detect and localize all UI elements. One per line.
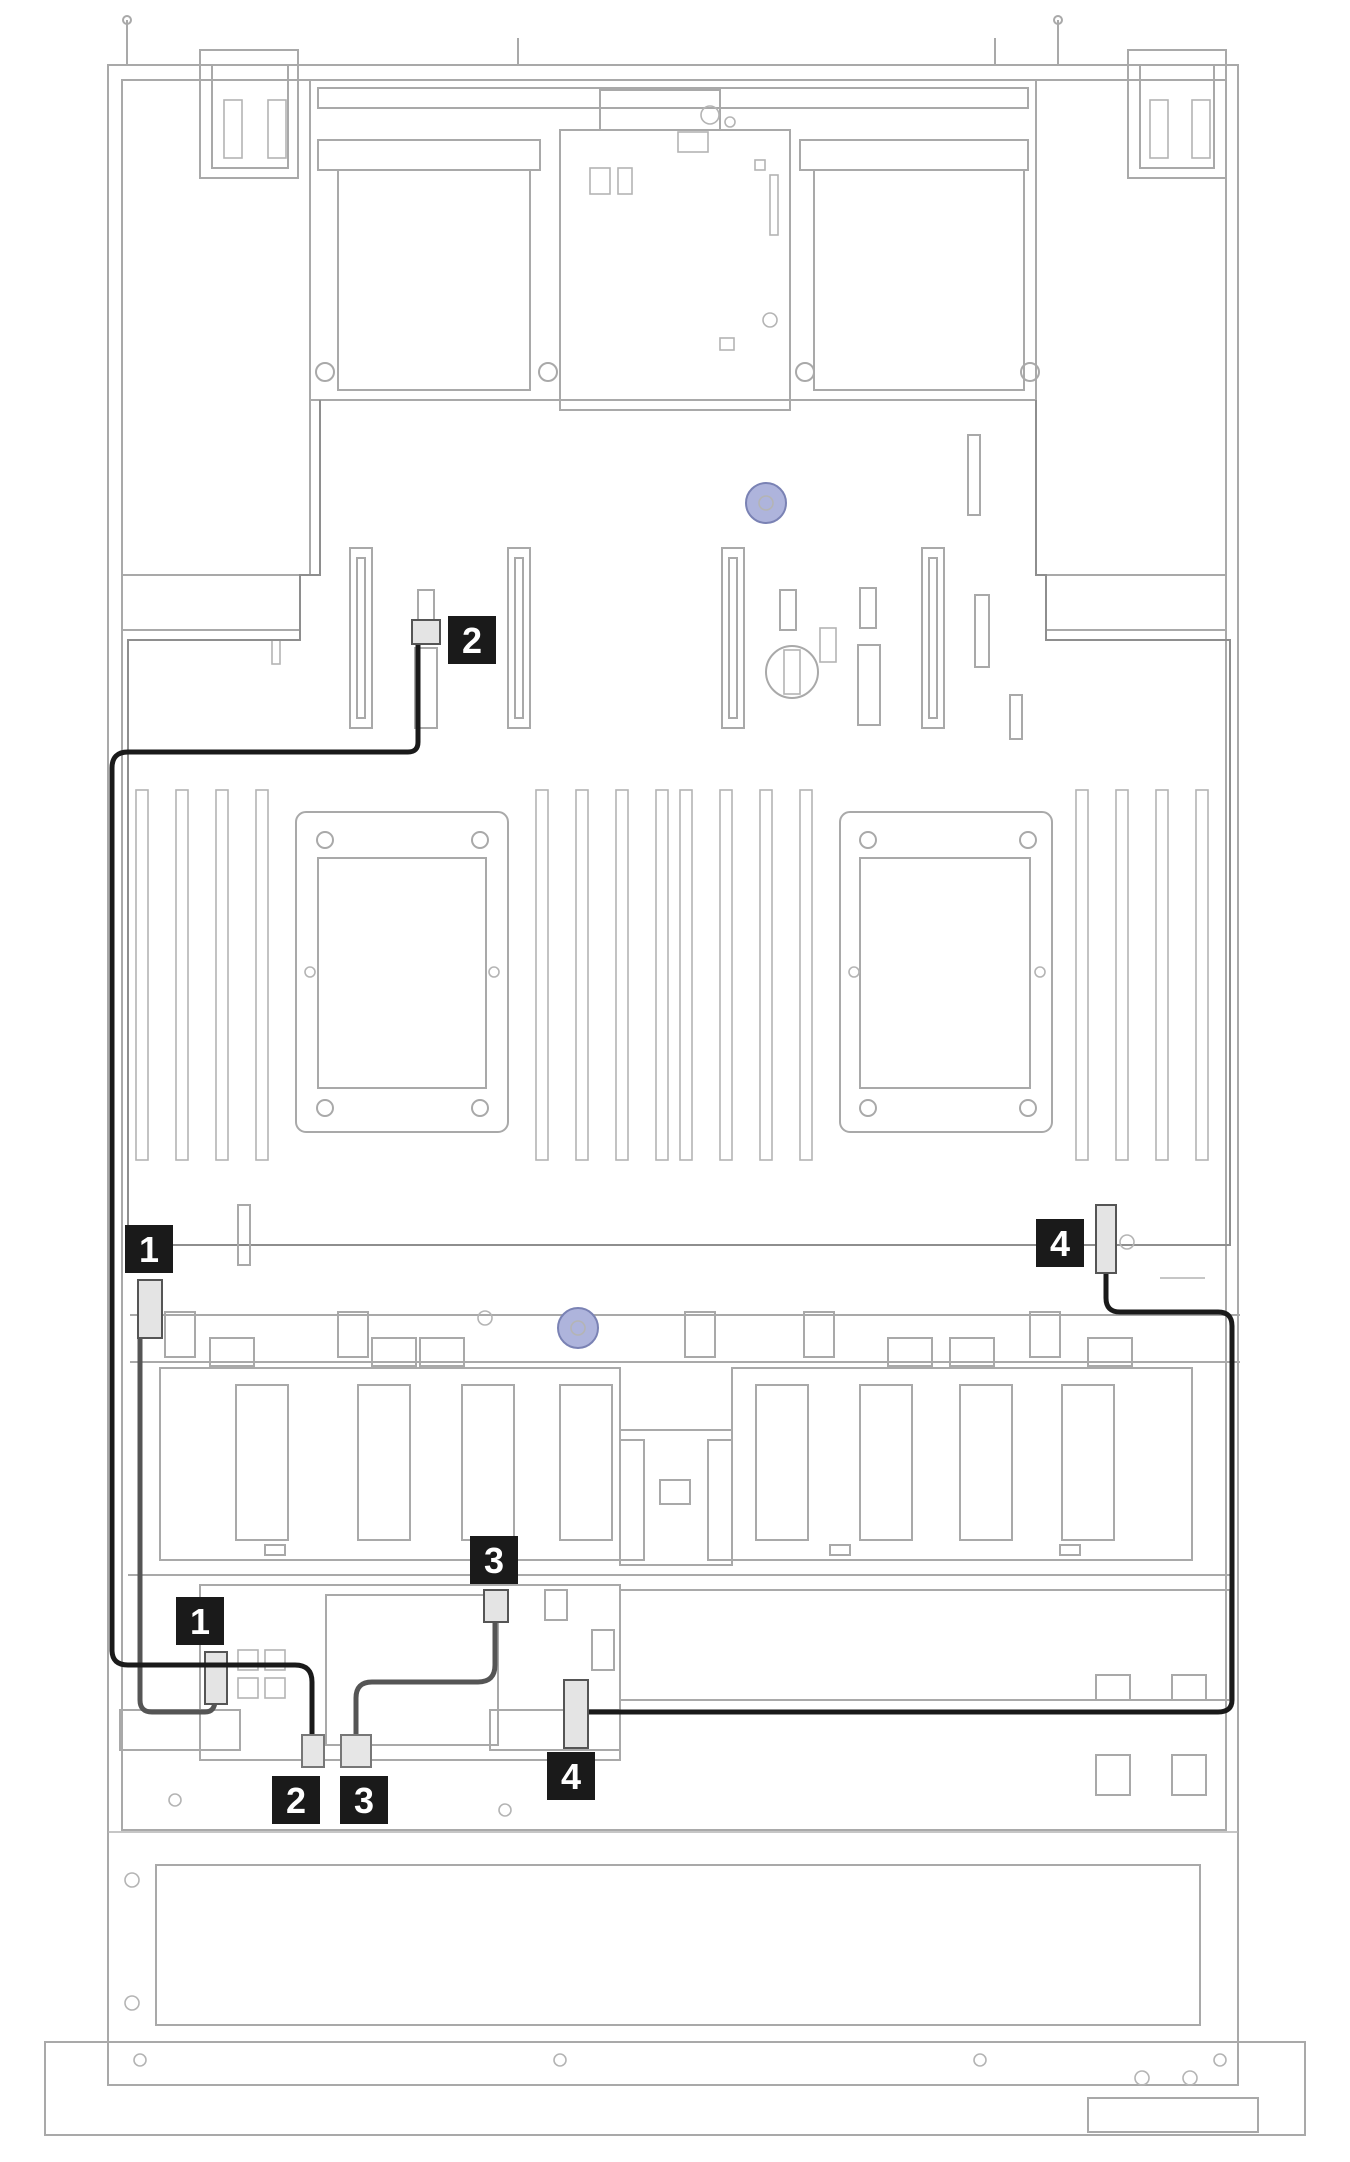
processor-socket-1 (295, 811, 509, 1133)
cmos-battery (765, 645, 819, 699)
cable-4 (563, 1204, 1235, 1749)
chassis (107, 15, 1239, 2086)
cable-2 (109, 619, 441, 1768)
svg-text:2: 2 (462, 620, 482, 661)
callout-4-board-side: 4 (1036, 1219, 1084, 1267)
cable-3 (340, 1589, 509, 1768)
callout-2-backplane-side: 2 (272, 1776, 320, 1824)
svg-text:4: 4 (561, 1756, 581, 1797)
memory-dimms (135, 789, 1209, 1161)
fan-connectors (130, 1234, 1240, 1367)
svg-text:2: 2 (286, 1780, 306, 1821)
svg-text:3: 3 (484, 1540, 504, 1581)
system-board (127, 400, 1231, 1246)
callout-3-backplane-side: 3 (340, 1776, 388, 1824)
pcie-slots (349, 434, 1023, 740)
power-supply-right (1035, 79, 1227, 631)
blue-thumbscrew-icon (557, 1307, 599, 1349)
callout-4-backplane-side: 4 (547, 1752, 595, 1800)
callout-1-cpu-side: 1 (125, 1225, 173, 1273)
callout-3-board-side: 3 (470, 1536, 518, 1584)
fan-cage (159, 1367, 1193, 1566)
svg-text:4: 4 (1050, 1223, 1070, 1264)
svg-text:3: 3 (354, 1780, 374, 1821)
front-bezel (44, 1864, 1306, 2136)
callout-1-backplane-side: 1 (176, 1597, 224, 1645)
callout-2-riser-side: 2 (448, 616, 496, 664)
riser-cage (309, 79, 1040, 411)
cable-1 (137, 1279, 228, 1715)
blue-thumbscrew-icon (745, 482, 787, 524)
svg-text:1: 1 (190, 1601, 210, 1642)
svg-text:1: 1 (139, 1229, 159, 1270)
rear-latch-left[interactable] (199, 49, 299, 179)
processor-socket-2 (839, 811, 1053, 1133)
rear-latch-right[interactable] (1127, 49, 1227, 179)
